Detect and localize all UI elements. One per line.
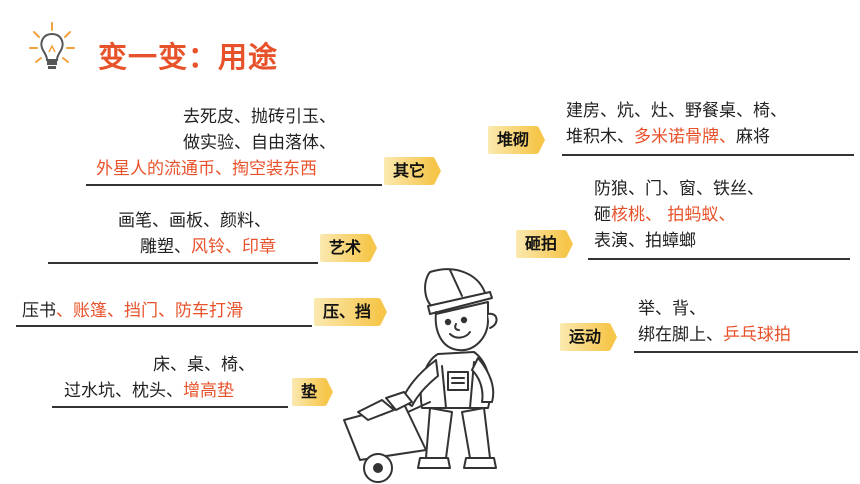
- tag-build: 堆砌: [488, 126, 546, 154]
- tag-smash: 砸拍: [516, 230, 574, 258]
- build-line-1: 建房、炕、灶、野餐桌、椅、: [566, 101, 787, 121]
- other-line-2: 做实验、自由落体、: [183, 133, 336, 153]
- page-title: 变一变：用途: [98, 40, 279, 74]
- smash-line-3: 表演、拍蟑螂: [594, 231, 696, 251]
- tag-press: 压、挡: [314, 298, 388, 326]
- sport-line-1: 举、背、: [638, 299, 706, 319]
- tag-pad: 垫: [292, 378, 334, 406]
- art-line-1: 画笔、画板、颜料、: [118, 211, 271, 231]
- build-line-2: 堆积木、多米诺骨牌、麻将: [566, 127, 770, 147]
- sport-underline: [634, 351, 858, 353]
- press-line: 压书、账篷、挡门、防车打滑: [22, 301, 243, 321]
- build-underline: [562, 154, 854, 156]
- pad-line-2: 过水坑、枕头、增高垫: [64, 381, 234, 401]
- lightbulb-icon: [29, 22, 75, 69]
- construction-worker-illustration: [343, 268, 498, 483]
- sport-line-2: 绑在脚上、乒乓球拍: [638, 325, 791, 345]
- press-underline: [16, 325, 312, 327]
- smash-underline: [588, 258, 850, 260]
- pad-underline: [52, 406, 288, 408]
- other-underline: [86, 184, 382, 186]
- tag-art: 艺术: [320, 234, 378, 262]
- pad-line-1: 床、桌、椅、: [153, 355, 255, 375]
- smash-line-2: 砸核桃、 拍蚂蚁、: [594, 205, 736, 225]
- other-line-3: 外星人的流通币、掏空装东西: [96, 159, 317, 179]
- tag-other: 其它: [384, 157, 442, 185]
- smash-line-1: 防狼、门、窗、铁丝、: [594, 179, 764, 199]
- tag-sport: 运动: [560, 323, 618, 351]
- art-line-2: 雕塑、风铃、印章: [140, 237, 276, 257]
- other-line-1: 去死皮、抛砖引玉、: [183, 107, 336, 127]
- art-underline: [48, 262, 318, 264]
